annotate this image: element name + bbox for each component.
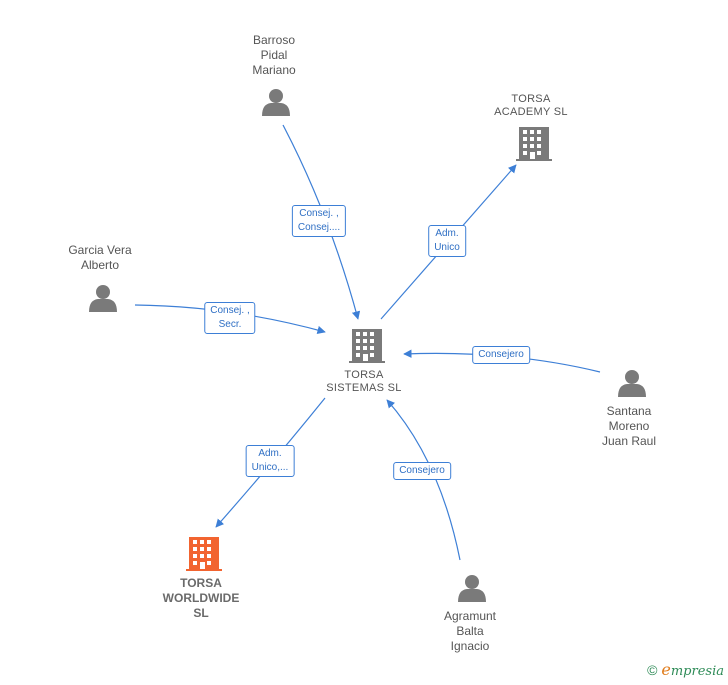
footer-brand: © empresia bbox=[647, 660, 724, 679]
edge-agramunt-to-sistemas bbox=[386, 399, 461, 561]
edge-label-agramunt-sistemas[interactable]: Consejero bbox=[393, 462, 451, 480]
edge-label-sistemas-academy[interactable]: Adm. Unico bbox=[428, 225, 466, 257]
edge-label-garcia-sistemas[interactable]: Consej. , Secr. bbox=[204, 302, 256, 334]
node-label-torsa-academy[interactable]: TORSA ACADEMY SL bbox=[494, 93, 568, 118]
node-label-torsa-worldwide[interactable]: TORSA WORLDWIDE SL bbox=[162, 576, 240, 620]
person-icon-santana[interactable] bbox=[618, 370, 646, 397]
brand-name: mpresia bbox=[670, 664, 724, 679]
copyright-symbol: © bbox=[647, 661, 658, 678]
person-icon-barroso[interactable] bbox=[262, 89, 290, 116]
edge-label-barroso-sistemas[interactable]: Consej. , Consej.... bbox=[291, 205, 347, 237]
node-label-agramunt[interactable]: Agramunt Balta Ignacio bbox=[443, 609, 497, 653]
node-label-garcia[interactable]: Garcia Vera Alberto bbox=[68, 243, 132, 272]
edge-label-santana-sistemas[interactable]: Consejero bbox=[472, 346, 530, 364]
node-label-barroso[interactable]: Barroso Pidal Mariano bbox=[252, 33, 296, 77]
edge-label-sistemas-worldwide[interactable]: Adm. Unico,... bbox=[245, 445, 295, 477]
node-label-santana[interactable]: Santana Moreno Juan Raul bbox=[601, 404, 657, 448]
node-label-torsa-sistemas[interactable]: TORSA SISTEMAS SL bbox=[326, 369, 402, 394]
building-icon-torsa-sistemas[interactable] bbox=[349, 329, 385, 363]
building-icon-torsa-academy[interactable] bbox=[516, 127, 552, 161]
brand-initial: e bbox=[661, 660, 671, 679]
person-icon-garcia[interactable] bbox=[89, 285, 117, 312]
person-icon-agramunt[interactable] bbox=[458, 575, 486, 602]
building-icon-torsa-worldwide[interactable] bbox=[186, 537, 222, 571]
